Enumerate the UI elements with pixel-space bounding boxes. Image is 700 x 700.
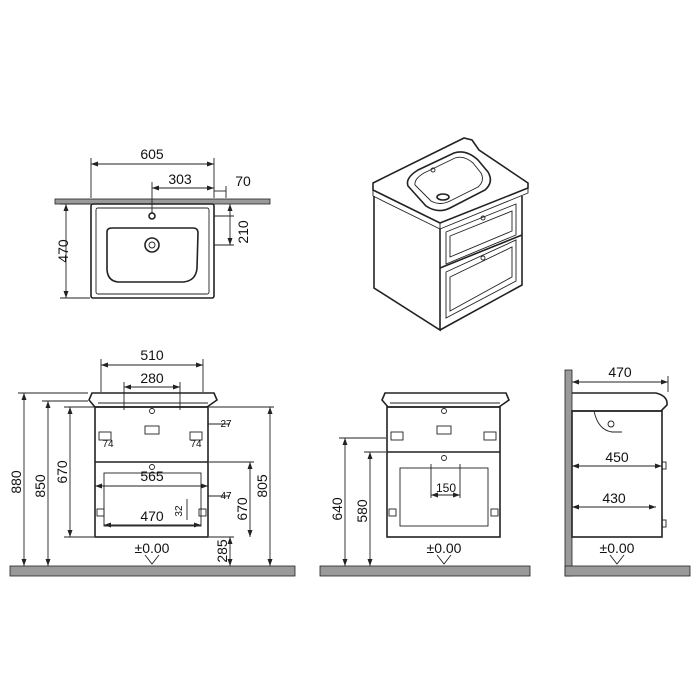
dim-565: 565 — [140, 468, 164, 484]
floor-hatch — [564, 565, 691, 577]
knob-mark — [149, 464, 155, 470]
iso-tap-hole — [430, 167, 436, 173]
basin-bowl — [106, 227, 199, 283]
iso-drawer-top — [445, 203, 517, 265]
iso-drain — [436, 193, 450, 201]
tap-mark — [441, 408, 447, 414]
dim-880: 880 — [8, 470, 24, 494]
drain-hole — [144, 237, 160, 253]
iso-drawer-divider — [439, 234, 523, 269]
dim-303: 303 — [168, 171, 192, 187]
runner-right — [198, 508, 207, 517]
drain-hole-inner — [148, 241, 156, 249]
iso-knob-top — [480, 215, 486, 221]
dim-150: 150 — [436, 481, 456, 495]
knob-bottom — [661, 519, 667, 528]
iso-knob-bottom — [480, 255, 486, 261]
top-view: 605 303 70 470 210 — [54, 146, 271, 299]
floor-marker — [144, 554, 160, 565]
dim-285: 285 — [214, 539, 230, 563]
dim-670-right: 670 — [234, 497, 250, 521]
iso-drawer-top-panel — [449, 210, 513, 258]
dim-74-left: 74 — [102, 439, 114, 450]
dim-70: 70 — [235, 173, 251, 189]
floor-level-label: ±0.00 — [135, 540, 170, 556]
side-view: 470 450 430 ±0.00 — [564, 364, 691, 577]
knob-mark — [441, 455, 447, 461]
dim-580: 580 — [354, 499, 370, 523]
siphon — [436, 425, 452, 435]
dim-32: 32 — [174, 505, 185, 517]
floor-marker — [436, 554, 452, 565]
rail-right — [189, 431, 203, 441]
floor-hatch — [319, 565, 531, 577]
siphon-joint — [607, 420, 615, 428]
dim-side-470: 470 — [608, 364, 632, 380]
iso-cabinet-front — [439, 196, 523, 331]
dim-510: 510 — [140, 347, 164, 363]
runner-left — [96, 508, 105, 517]
basin-rim — [95, 207, 210, 295]
siphon-curve — [593, 410, 622, 433]
dim-470-depth: 470 — [55, 239, 71, 263]
dim-74-right: 74 — [190, 439, 202, 450]
dim-47: 47 — [220, 491, 232, 502]
dim-605: 605 — [140, 146, 164, 162]
dim-670-left: 670 — [54, 460, 70, 484]
dim-640: 640 — [329, 497, 345, 521]
rail-right — [483, 431, 497, 441]
floor-marker — [609, 554, 625, 565]
basin-profile — [572, 392, 668, 412]
basin-top — [88, 392, 218, 408]
dim-27: 27 — [220, 419, 232, 430]
floor-level-label: ±0.00 — [600, 540, 635, 556]
floor-hatch — [9, 565, 296, 577]
dim-805: 805 — [254, 474, 270, 498]
tap-mark — [149, 408, 155, 414]
knob-top — [661, 461, 667, 470]
front-view: 510 280 27 74 74 565 470 47 32 880 850 6… — [8, 347, 296, 577]
isometric-view — [372, 137, 529, 332]
rail-left — [98, 431, 112, 441]
side-front-view: 640 580 150 ±0.00 — [319, 392, 531, 577]
dim-450: 450 — [605, 449, 629, 465]
dim-430: 430 — [602, 490, 626, 506]
cabinet-body — [571, 410, 663, 538]
siphon — [144, 425, 160, 435]
dim-280: 280 — [140, 370, 164, 386]
iso-drawer-bottom — [445, 239, 517, 319]
dim-210: 210 — [235, 220, 251, 244]
iso-cabinet-side — [373, 196, 441, 332]
basin-outline — [90, 203, 215, 299]
iso-bowl-inner — [414, 156, 483, 204]
floor-level-label: ±0.00 — [427, 540, 462, 556]
iso-bowl — [406, 151, 492, 212]
dim-470: 470 — [140, 508, 164, 524]
iso-counter-edge — [439, 188, 529, 230]
runner-left — [388, 508, 397, 517]
rail-left — [390, 431, 404, 441]
iso-counter-side — [372, 190, 441, 230]
wall-hatch — [564, 369, 573, 577]
cabinet-body — [94, 406, 209, 538]
cabinet-body — [386, 406, 501, 538]
iso-drawer-bottom-panel — [449, 246, 513, 312]
drawer-panel — [399, 467, 489, 527]
dim-850: 850 — [32, 474, 48, 498]
runner-right — [490, 508, 499, 517]
iso-counter — [372, 137, 529, 224]
basin-top — [381, 392, 510, 408]
